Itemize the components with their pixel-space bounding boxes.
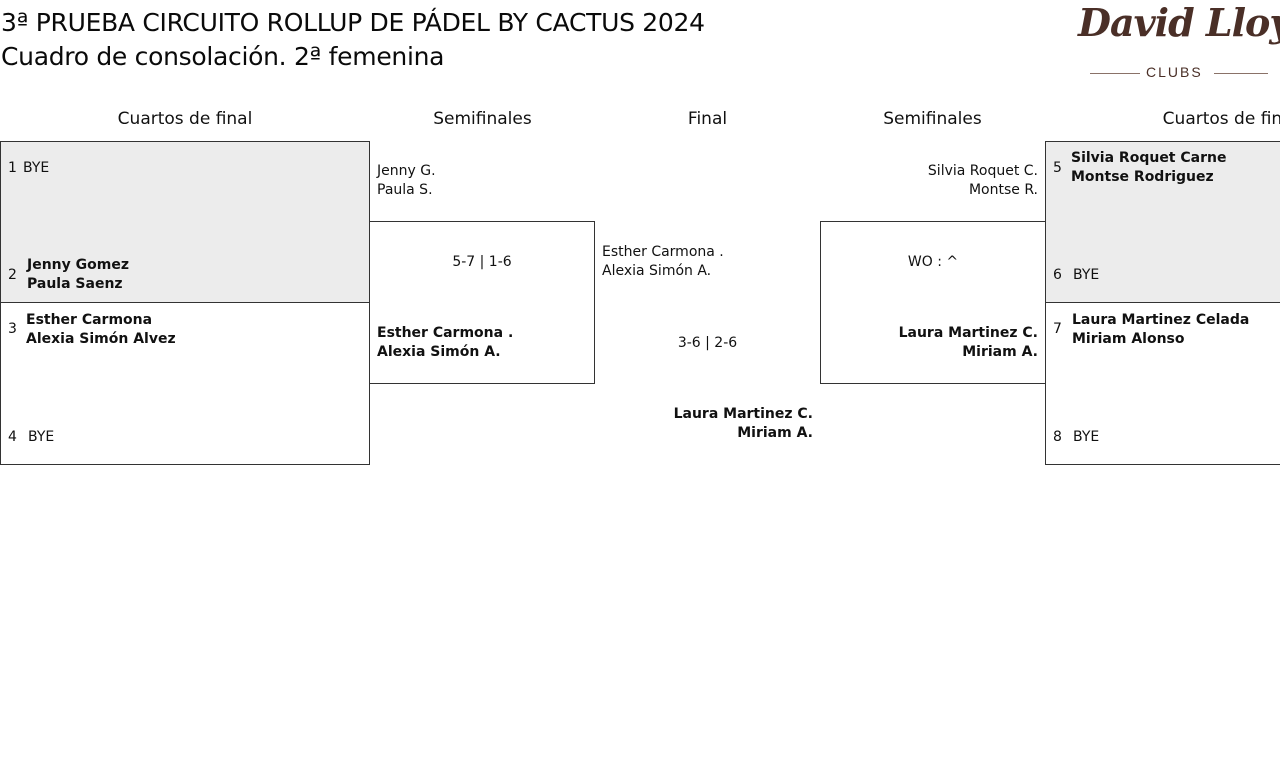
winner-name: Laura Martinez C. (673, 406, 813, 422)
logo-wordmark: David Lloyd (1078, 0, 1280, 45)
seed-number: 3 (8, 321, 17, 337)
player-name: Montse Rodriguez (1071, 169, 1214, 185)
page-title: 3ª PRUEBA CIRCUITO ROLLUP DE PÁDEL BY CA… (1, 8, 705, 37)
player-name: Alexia Simón Alvez (26, 331, 176, 347)
seed-number: 5 (1053, 160, 1062, 176)
seed-number: 8 (1053, 429, 1062, 445)
right-quarter-match-1 (1045, 141, 1280, 303)
player-name: Esther Carmona . (602, 244, 724, 260)
header-right-semis: Semifinales (883, 109, 982, 129)
seed-number: 1 (8, 160, 17, 176)
player-name: Esther Carmona . (377, 325, 514, 341)
player-name: Miriam Alonso (1072, 331, 1185, 347)
player-name: Montse R. (968, 182, 1038, 198)
player-name: BYE (23, 160, 50, 176)
header-right-quarters: Cuartos de final (1162, 109, 1280, 129)
final-score: 3-6 | 2-6 (677, 335, 738, 351)
match-score: WO : ^ (907, 254, 959, 270)
left-quarter-match-1 (0, 141, 370, 303)
player-name: BYE (1073, 429, 1100, 445)
player-name: BYE (28, 429, 55, 445)
header-left-semis: Semifinales (433, 109, 532, 129)
logo-rule-right (1214, 73, 1268, 74)
seed-number: 4 (8, 429, 17, 445)
seed-number: 7 (1053, 321, 1062, 337)
player-name: Paula S. (377, 182, 433, 198)
seed-number: 2 (8, 267, 17, 283)
player-name: Jenny G. (377, 163, 436, 179)
right-quarter-match-2 (1045, 302, 1280, 465)
david-lloyd-logo: David Lloyd CLUBS (1076, 0, 1280, 84)
player-name: Jenny Gomez (27, 257, 129, 273)
player-name: Paula Saenz (27, 276, 123, 292)
left-semi-match (369, 221, 595, 384)
logo-subtext: CLUBS (1146, 64, 1203, 80)
header-left-quarters: Cuartos de final (117, 109, 253, 129)
player-name: BYE (1073, 267, 1100, 283)
player-name: Laura Martinez Celada (1072, 312, 1250, 328)
winner-name: Miriam A. (737, 425, 813, 441)
logo-rule-left (1090, 73, 1140, 74)
player-name: Silvia Roquet C. (927, 163, 1038, 179)
player-name: Laura Martinez C. (898, 325, 1038, 341)
player-name: Esther Carmona (26, 312, 153, 328)
match-score: 5-7 | 1-6 (452, 254, 512, 270)
header-final: Final (687, 109, 728, 129)
player-name: Alexia Simón A. (377, 344, 501, 360)
player-name: Miriam A. (962, 344, 1038, 360)
page-subtitle: Cuadro de consolación. 2ª femenina (1, 42, 445, 71)
seed-number: 6 (1053, 267, 1062, 283)
player-name: Silvia Roquet Carne (1071, 150, 1227, 166)
player-name: Alexia Simón A. (602, 263, 712, 279)
